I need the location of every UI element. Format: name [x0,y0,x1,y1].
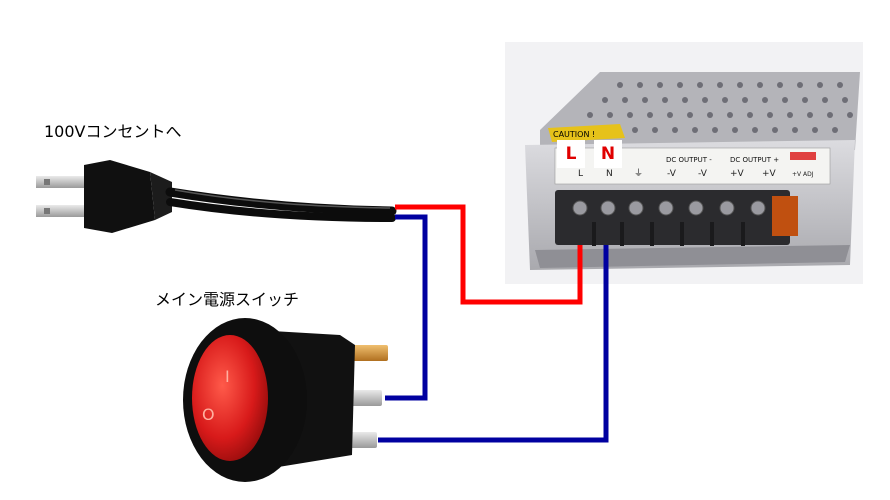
switch-tab-top [350,345,388,361]
caution-text: CAUTION ! [553,130,595,139]
terminal-tag-n: N [594,140,622,168]
dc-output-plus-label: DC OUTPUT + [730,156,779,164]
plug-label: 100Vコンセントへ [44,122,182,141]
switch-tab-bottom [345,432,377,448]
plug-prong-top [36,176,84,188]
terminal-label-ground: ⏚ [634,168,643,179]
dc-output-minus-label: DC OUTPUT - [666,156,712,164]
terminal-label-adj: +V ADJ [792,171,814,178]
psu-bottom-rail [535,245,850,268]
wires [378,204,609,443]
neutral-wire-plug-to-switch [385,214,428,401]
plug-prong-bottom [36,205,84,217]
power-supply-unit: CAUTION ! DC OUTPUT - DC OUTPUT + L N ⏚ … [505,42,863,284]
live-wire [395,204,583,305]
led-indicator-badge [790,152,816,160]
terminal-screws [572,200,766,216]
switch-on-mark: I [225,367,230,386]
terminal-label-plus-v-1: +V [730,169,745,179]
terminal-label-l: L [578,169,583,179]
rocker-switch: I O [183,318,388,482]
caution-sticker [548,124,625,142]
terminal-tag-l: L [557,140,585,168]
terminal-label-plus-v-2: +V [762,169,777,179]
neutral-wire-switch-to-psu [378,245,609,443]
switch-rocker-red [192,335,268,461]
switch-label: メイン電源スイッチ [155,290,300,309]
terminal-label-n: N [606,169,613,179]
plug-body [84,160,155,233]
terminal-block [555,190,790,245]
terminal-labels: L N ⏚ -V -V +V +V +V ADJ [578,168,814,179]
switch-off-mark: O [202,405,215,424]
terminal-label-minus-v-2: -V [698,169,708,179]
switch-tab-middle [350,390,382,406]
adj-potentiometer [772,196,798,236]
terminal-label-minus-v-1: -V [667,169,677,179]
terminal-dividers [592,222,745,246]
power-cord [165,187,397,216]
power-plug [36,160,397,233]
